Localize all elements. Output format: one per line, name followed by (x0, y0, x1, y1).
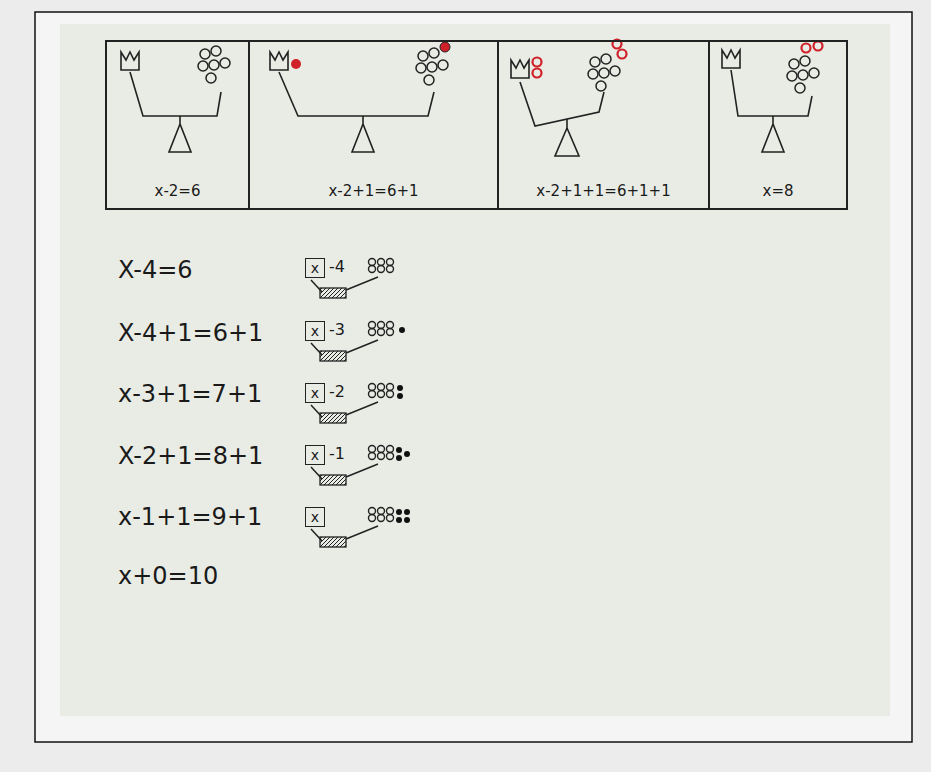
variable-text: x (311, 324, 319, 338)
balance-scale (511, 40, 627, 157)
crown-symbol (722, 50, 740, 68)
notebook-paper (60, 24, 890, 716)
scale-beam (279, 72, 434, 116)
panel-box: x-2+1=6+1 (248, 40, 499, 210)
counter-circles (369, 508, 394, 522)
red-counter (618, 50, 627, 59)
fulcrum (762, 116, 784, 152)
added-dot (397, 393, 403, 399)
mini-balance (311, 259, 394, 299)
equation-line: X-4+1=6+1 (118, 319, 263, 348)
variable-box: x (305, 507, 325, 527)
equation-line: X-2+1=8+1 (118, 442, 263, 471)
offset-label: -3 (329, 320, 345, 339)
scale-beam (130, 72, 221, 116)
red-counter (533, 69, 542, 78)
added-dot (399, 327, 405, 333)
variable-text: x (311, 386, 319, 400)
scale-base (320, 351, 346, 361)
added-dot (404, 509, 410, 515)
added-dot (396, 447, 402, 453)
crown-symbol (270, 52, 288, 70)
red-counter (533, 58, 542, 67)
mini-balance (311, 322, 405, 362)
added-dot (396, 509, 402, 515)
panel-box: x-2=6 (105, 40, 250, 210)
fulcrum (352, 116, 374, 152)
scale-beam (520, 82, 604, 126)
mini-balance (311, 446, 410, 486)
added-dot (396, 455, 402, 461)
red-counter (802, 44, 811, 53)
variable-box: x (305, 445, 325, 465)
equation-line: x+0=10 (118, 562, 218, 591)
variable-box: x (305, 258, 325, 278)
equation-text: x-2=6 (155, 182, 201, 200)
scale-beam (731, 70, 812, 116)
scale-base (320, 537, 346, 547)
balance-scale (121, 46, 230, 152)
equation-text: x=8 (763, 182, 794, 200)
fulcrum (169, 116, 191, 152)
counter-circles (369, 322, 394, 336)
red-counter (814, 42, 823, 51)
counter-circles (369, 446, 394, 460)
offset-label: -2 (329, 382, 345, 401)
equation-line: X-4=6 (118, 256, 193, 285)
scale-base (320, 413, 346, 423)
scale-base (320, 288, 346, 298)
counter-circles (198, 46, 230, 83)
offset-label: -1 (329, 444, 345, 463)
counter-circles (787, 56, 819, 93)
equation-line: x-1+1=9+1 (118, 503, 262, 532)
scale-base (320, 475, 346, 485)
balance-scale (270, 42, 450, 152)
balance-scale (722, 42, 823, 153)
added-dot (404, 517, 410, 523)
variable-text: x (311, 448, 319, 462)
crown-symbol (121, 52, 139, 70)
added-dot (404, 451, 410, 457)
offset-label: -4 (329, 257, 345, 276)
mini-balance (311, 508, 410, 548)
variable-box: x (305, 383, 325, 403)
variable-box: x (305, 321, 325, 341)
crown-symbol (511, 60, 529, 78)
variable-text: x (311, 510, 319, 524)
equation-text: x-2+1=6+1 (328, 182, 418, 200)
counter-circles (369, 259, 394, 273)
panel-box: x-2+1+1=6+1+1 (497, 40, 710, 210)
red-counter (291, 59, 301, 69)
fulcrum (555, 119, 579, 156)
added-dot (396, 517, 402, 523)
counter-circles (588, 54, 620, 91)
red-counter (440, 42, 450, 52)
equation-line: x-3+1=7+1 (118, 380, 262, 409)
counter-circles (369, 384, 394, 398)
variable-text: x (311, 261, 319, 275)
equation-text: x-2+1+1=6+1+1 (536, 182, 670, 200)
added-dot (397, 385, 403, 391)
panel-box: x=8 (708, 40, 848, 210)
counter-circles (416, 48, 448, 85)
outer-frame (35, 12, 912, 742)
